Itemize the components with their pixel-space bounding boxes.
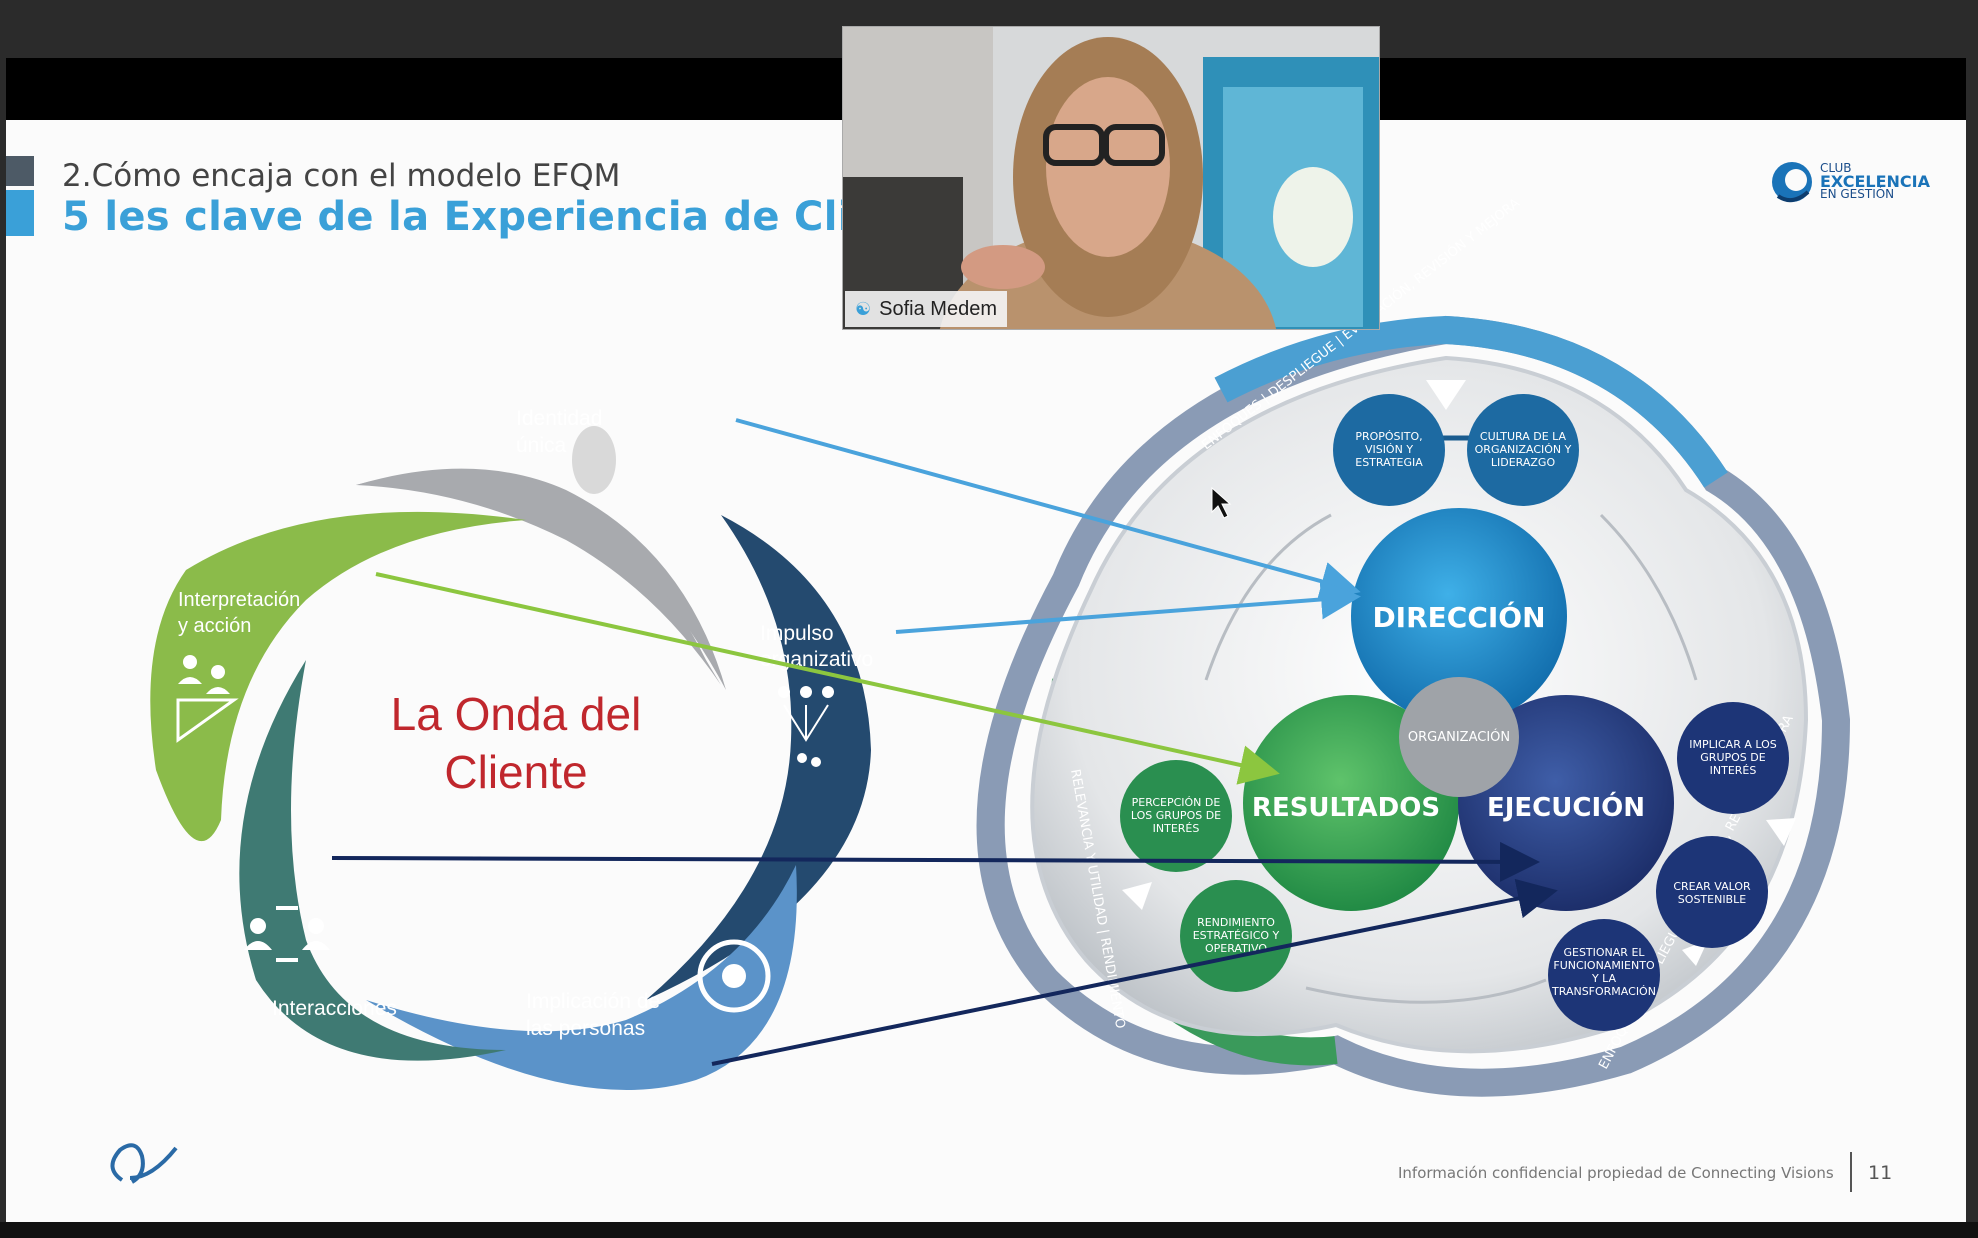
ring-marker-right — [1766, 818, 1796, 846]
wave-label-identidad-1: Identidad — [516, 407, 602, 430]
wave-center-line-1: La Onda del — [391, 688, 642, 740]
people-cycle-icon — [244, 906, 330, 962]
arrow-implicacion-to-ejecucion — [711, 878, 1558, 1066]
satellite-percepcion-2: LOS GRUPOS DE — [1131, 809, 1221, 822]
satellite-rendimiento-2: ESTRATÉGICO Y — [1193, 929, 1280, 942]
satellite-implicar-2: GRUPOS DE — [1700, 751, 1765, 764]
satellite-gestionar: GESTIONAR EL FUNCIONAMIENTO Y LA TRANSFO… — [1548, 919, 1660, 1031]
arrow-interacciones-to-ejecucion — [331, 841, 1540, 882]
satellite-gestionar-2: FUNCIONAMIENTO — [1553, 959, 1655, 972]
customer-wave-diagram: Identidad única Impulso organizativo Imp… — [150, 407, 873, 1090]
satellite-crear: CREAR VALOR SOSTENIBLE — [1656, 836, 1768, 948]
window-right-edge — [1966, 58, 1978, 1238]
logo-line-3: EN GESTIÓN — [1820, 187, 1895, 201]
satellite-cultura: CULTURA DE LA ORGANIZACIÓN Y LIDERAZGO — [1467, 394, 1579, 506]
participant-pinned-icon: ☯ — [855, 298, 872, 319]
satellite-proposito-2: VISIÓN Y — [1365, 443, 1413, 456]
meeting-bottom-bar — [0, 1222, 1978, 1238]
arrow-impulso-to-direccion — [895, 579, 1361, 634]
slide-page-number: 11 — [1868, 1162, 1893, 1184]
fingerprint-icon — [572, 426, 616, 494]
wave-label-identidad-2: única — [516, 434, 567, 457]
satellite-implicar: IMPLICAR A LOS GRUPOS DE INTERÉS — [1677, 702, 1789, 814]
efqm-outer-ring — [976, 315, 1851, 1097]
logo-line-2: EXCELENCIA — [1820, 172, 1930, 191]
wave-label-interpretacion-2: y acción — [178, 615, 251, 637]
satellite-percepcion: PERCEPCIÓN DE LOS GRUPOS DE INTERÉS — [1120, 760, 1232, 872]
wave-segment-interacciones — [239, 660, 507, 1061]
arrow-interpretacion-to-resultados — [375, 572, 1280, 785]
satellite-rendimiento: RENDIMIENTO ESTRATÉGICO Y OPERATIVO — [1180, 880, 1292, 992]
satellite-implicar-3: INTERÉS — [1710, 764, 1757, 777]
satellite-cultura-3: LIDERAZGO — [1491, 456, 1556, 469]
mouse-cursor-icon — [1211, 486, 1232, 519]
participant-video-tile[interactable]: ☯ Sofia Medem — [842, 26, 1380, 330]
mapping-arrows — [331, 418, 1558, 1066]
club-excelencia-logo: CLUB EXCELENCIA EN GESTIÓN — [1768, 156, 1948, 216]
wave-label-implicacion-1: Implicación de — [526, 990, 660, 1013]
satellite-proposito: PROPÓSITO, VISIÓN Y ESTRATEGIA — [1333, 394, 1445, 506]
satellite-crear-2: SOSTENIBLE — [1678, 893, 1746, 906]
arrow-identidad-to-direccion — [735, 418, 1361, 601]
wave-segment-implicacion — [366, 865, 797, 1090]
participant-name: Sofia Medem — [879, 297, 997, 320]
participant-name-bar: ☯ Sofia Medem — [845, 291, 1007, 327]
footer-divider — [1850, 1152, 1852, 1192]
ring-marker-top — [1426, 380, 1466, 410]
satellite-implicar-1: IMPLICAR A LOS — [1689, 738, 1777, 751]
slide-footer: Información confidencial propiedad de Co… — [1398, 1164, 1834, 1182]
wave-segment-interpretacion — [150, 511, 526, 842]
satellite-gestionar-4: TRANSFORMACIÓN — [1551, 985, 1656, 998]
satellite-gestionar-1: GESTIONAR EL — [1563, 946, 1645, 959]
satellite-rendimiento-1: RENDIMIENTO — [1197, 916, 1275, 929]
flow-arrow-2 — [1599, 513, 1698, 681]
slide-subtitle: 2.Cómo encaja con el modelo EFQM — [62, 158, 621, 194]
logo-line-1: CLUB — [1820, 161, 1852, 175]
wave-center-line-2: Cliente — [444, 746, 587, 798]
aperture-icon — [697, 939, 771, 1013]
satellite-proposito-1: PROPÓSITO, — [1355, 430, 1422, 443]
wave-label-interacciones: Interacciones — [272, 997, 397, 1020]
title-accent-dark — [6, 156, 34, 186]
efqm-ring-top-arc — [1214, 315, 1728, 488]
people-ruler-icon — [176, 655, 239, 743]
satellite-crear-1: CREAR VALOR — [1673, 880, 1751, 893]
slide-title: 5 les clave de la Experiencia de Cliente — [62, 194, 955, 240]
participant-video-frame — [843, 27, 1379, 329]
wave-segment-impulso — [646, 515, 871, 1000]
efqm-organizacion-circle — [1399, 677, 1519, 797]
efqm-resultados-label: RESULTADOS — [1252, 793, 1440, 823]
flow-arrow-3 — [1305, 978, 1547, 1004]
efqm-direccion-label: DIRECCIÓN — [1372, 600, 1545, 634]
satellite-cultura-2: ORGANIZACIÓN Y — [1475, 443, 1572, 456]
wave-label-implicacion-2: las personas — [526, 1017, 645, 1040]
org-hierarchy-icon — [778, 686, 834, 767]
wave-label-interpretacion-1: Interpretación — [178, 589, 300, 611]
club-excelencia-logo-icon — [1772, 162, 1812, 203]
satellite-percepcion-1: PERCEPCIÓN DE — [1132, 796, 1221, 809]
flow-arrow-1 — [1204, 513, 1332, 681]
connecting-visions-logo-icon — [110, 1143, 178, 1184]
satellite-cultura-1: CULTURA DE LA — [1480, 430, 1567, 443]
efqm-direccion-circle — [1351, 508, 1567, 724]
shared-slide: 2.Cómo encaja con el modelo EFQM 5 les c… — [6, 120, 1966, 1222]
efqm-ejecucion-label: EJECUCIÓN — [1487, 791, 1645, 823]
wave-label-impulso-1: Impulso — [760, 622, 834, 645]
satellite-percepcion-3: INTERÉS — [1153, 822, 1200, 835]
satellite-proposito-3: ESTRATEGIA — [1355, 456, 1423, 469]
efqm-organizacion-label: ORGANIZACIÓN — [1408, 729, 1510, 745]
wave-label-impulso-2: organizativo — [760, 648, 873, 671]
ring-marker-left — [1122, 882, 1152, 910]
satellite-gestionar-3: Y LA — [1591, 972, 1617, 985]
title-accent-blue — [6, 190, 34, 236]
